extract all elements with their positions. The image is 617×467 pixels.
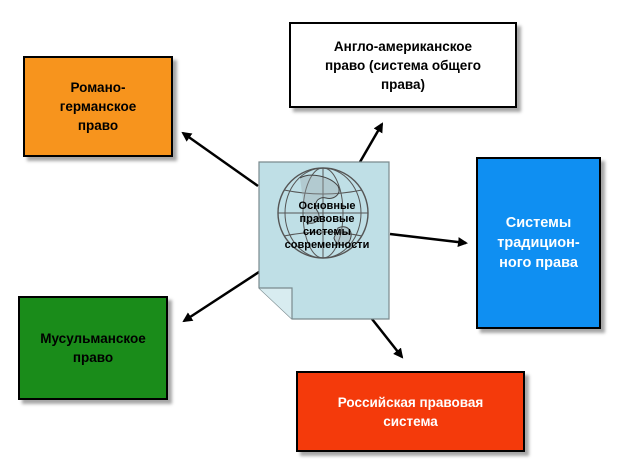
arrow-to-musl — [182, 268, 263, 323]
center-label: Основные правовые системы современности — [284, 200, 370, 251]
box-russian-legal-system: Российская правовая система — [296, 371, 525, 452]
box-romano-germanic-law: Романо- германское право — [23, 56, 173, 157]
box-anglo-label: Англо-американское право (система общего… — [324, 38, 482, 92]
arrow-to-trad — [389, 232, 468, 248]
box-musl-label: Мусульманское право — [40, 331, 146, 365]
arrow-to-romano — [181, 131, 259, 188]
box-romano-label: Романо- германское право — [59, 80, 137, 133]
globe-icon — [277, 167, 369, 259]
box-anglo-american-law: Англо-американское право (система общего… — [289, 22, 517, 108]
box-trad-label: Системы традицион- ного права — [497, 215, 580, 271]
central-document — [258, 161, 390, 320]
box-ross-label: Российская правовая система — [337, 394, 484, 429]
arrow-to-anglo — [358, 122, 384, 163]
box-traditional-law: Системы традицион- ного права — [476, 157, 601, 329]
arrow-to-ross — [371, 318, 404, 359]
box-muslim-law: Мусульманское право — [18, 296, 168, 400]
